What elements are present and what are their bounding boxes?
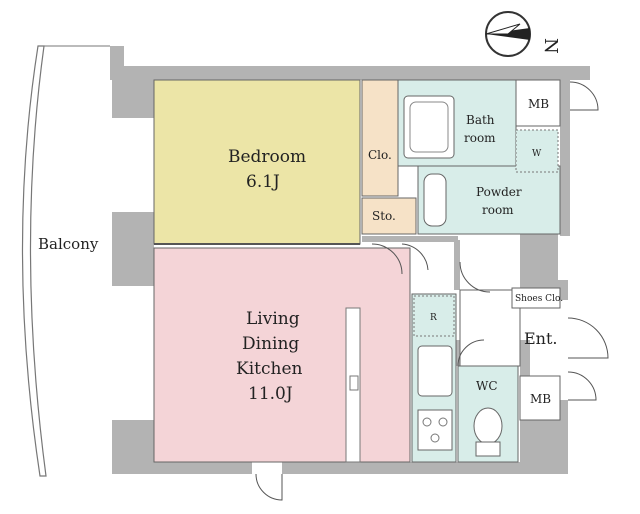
powder-label-2: room [482, 203, 514, 217]
balcony: Balcony [21, 45, 110, 477]
bedroom-size: 6.1J [246, 172, 280, 192]
toilet-icon [473, 407, 503, 445]
mb-top-label: MB [528, 97, 549, 111]
bedroom: Bedroom 6.1J [153, 79, 361, 245]
powder-label-1: Powder [476, 185, 522, 199]
storage-label: Sto. [372, 209, 396, 223]
stove-icon [417, 409, 453, 451]
bathroom: Bath room [397, 79, 517, 167]
closet-label: Clo. [368, 148, 392, 162]
mb-bottom-label: MB [530, 392, 551, 406]
bath-label-1: Bath [466, 113, 495, 127]
bathtub-icon [403, 95, 455, 159]
bath-label-2: room [464, 131, 496, 145]
closet: Clo. [361, 79, 399, 197]
compass: N [485, 11, 561, 57]
mb-bottom: MB [519, 371, 597, 421]
wc: WC [457, 365, 519, 463]
walls [110, 46, 590, 474]
powder-room: Powder room W [417, 129, 561, 235]
shoes-closet-label: Shoes Clo. [515, 294, 563, 304]
bedroom-label: Bedroom [228, 147, 306, 167]
washbasin-icon [423, 173, 447, 227]
storage: Sto. [361, 197, 417, 235]
fridge-label: R [430, 313, 437, 323]
balcony-label: Balcony [38, 235, 99, 253]
ldk-label-3: Kitchen [236, 359, 302, 379]
mb-top: MB [515, 79, 599, 127]
compass-north-label: N [540, 38, 561, 54]
ldk-label-2: Dining [242, 334, 299, 354]
kitchen-wet-area: R [411, 293, 457, 463]
ldk-label-1: Living [246, 309, 300, 329]
ldk-size: 11.0J [248, 384, 293, 404]
entrance: Shoes Clo. Ent. [457, 261, 609, 367]
sink-icon [417, 345, 453, 397]
washer-label: W [532, 149, 542, 159]
entrance-label: Ent. [524, 329, 558, 348]
ldk: Living Dining Kitchen 11.0J [153, 243, 429, 501]
wc-label: WC [476, 379, 498, 393]
